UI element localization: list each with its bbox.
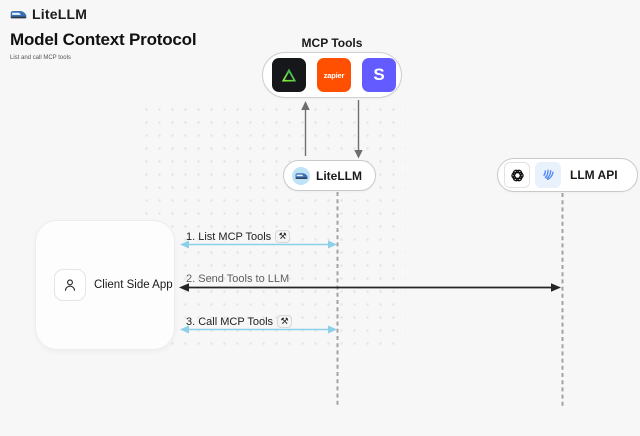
dot-grid-background xyxy=(140,103,406,353)
tools-down-arrow xyxy=(354,100,363,159)
call-tools-arrow xyxy=(180,325,337,334)
send-tools-arrow xyxy=(179,283,561,292)
tools-badge-icon: ⚒ xyxy=(275,230,291,243)
llm-api-node: LLM API xyxy=(497,158,638,192)
tools-up-arrow xyxy=(301,101,310,156)
page-title: Model Context Protocol xyxy=(10,30,197,49)
page-subtitle: List and call MCP tools xyxy=(10,55,71,61)
triangle-tool-icon xyxy=(272,58,306,92)
stripe-icon: S xyxy=(362,58,396,92)
step-2-label: 2. Send Tools to LLM xyxy=(186,273,290,285)
step-1-label: 1. List MCP Tools xyxy=(186,230,272,243)
openai-icon xyxy=(504,162,530,188)
litellm-node-label: LiteLLM xyxy=(316,168,362,183)
litellm-node: LiteLLM xyxy=(283,160,376,191)
train-logo-icon xyxy=(10,8,27,21)
llm-api-node-label: LLM API xyxy=(570,168,618,182)
user-icon xyxy=(54,269,86,301)
step-3-label-row: 3. Call MCP Tools ⚒ xyxy=(186,315,293,328)
step-1-label-row: 1. List MCP Tools ⚒ xyxy=(186,230,291,243)
step-3-label: 3. Call MCP Tools xyxy=(186,315,274,328)
brand-name: LiteLLM xyxy=(32,6,88,22)
litellm-icon xyxy=(292,166,310,185)
mcp-tools-label: MCP Tools xyxy=(301,36,363,50)
list-tools-arrow xyxy=(180,240,337,249)
step-2-label-row: 2. Send Tools to LLM xyxy=(186,273,289,285)
llm-provider-icon xyxy=(535,162,561,188)
mcp-tools-pill: zapier S xyxy=(262,52,402,98)
brand: LiteLLM xyxy=(10,6,87,22)
client-side-app-card: Client Side App xyxy=(35,220,175,350)
tools-badge-icon: ⚒ xyxy=(277,315,293,328)
client-side-app-label: Client Side App xyxy=(94,279,173,291)
zapier-icon: zapier xyxy=(317,58,351,92)
